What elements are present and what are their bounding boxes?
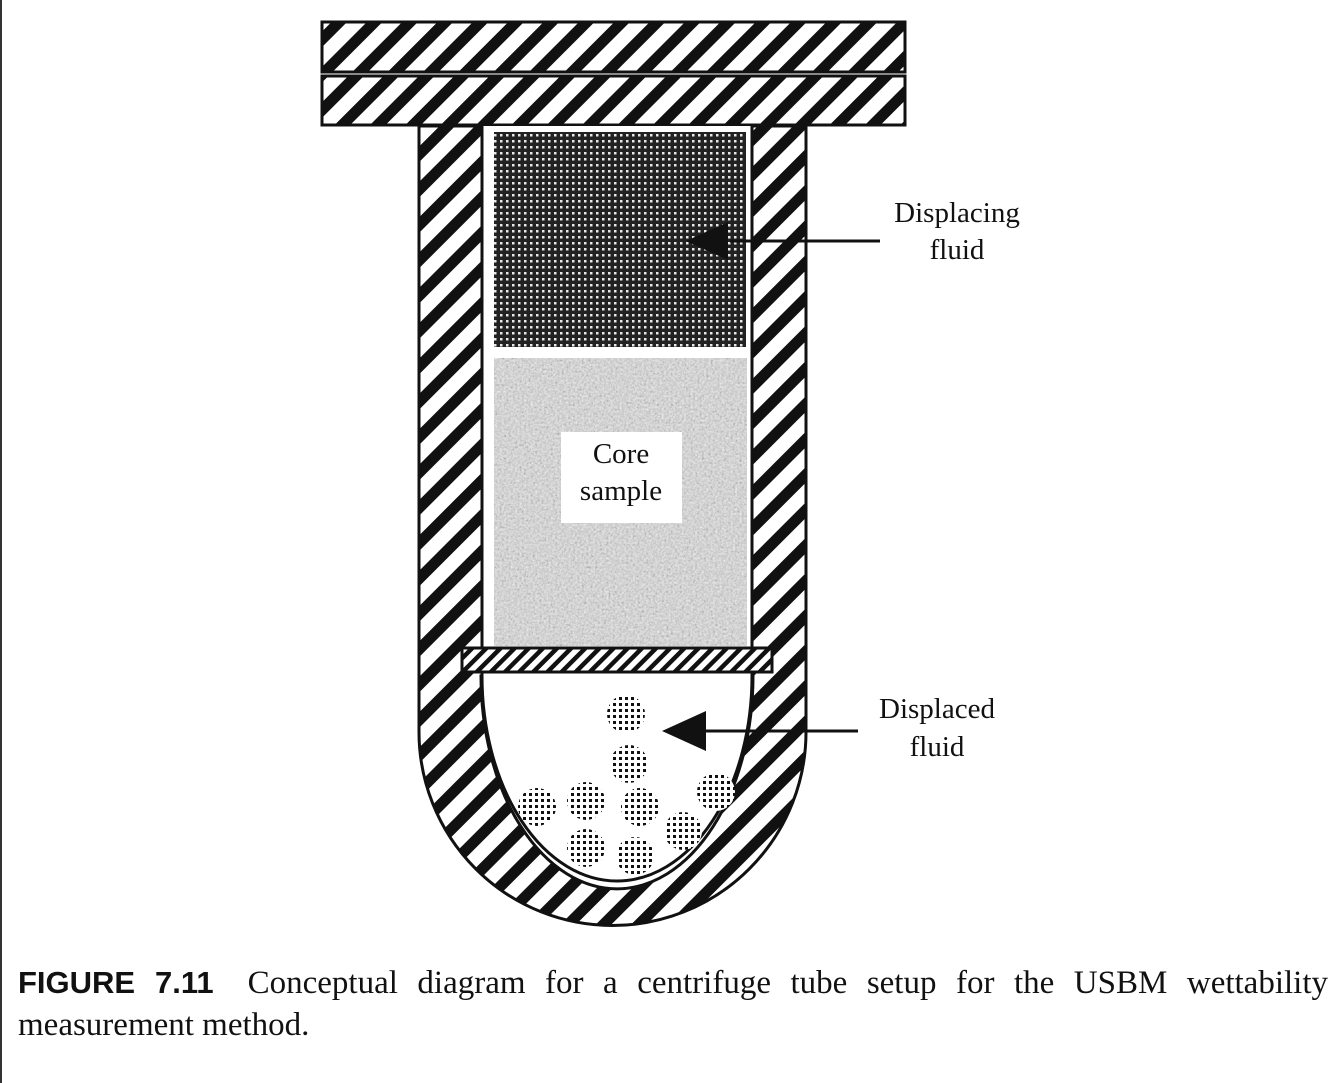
displaced-fluid-label-line1: Displaced: [879, 693, 995, 725]
droplet: [697, 773, 735, 811]
displacing-fluid-label-line2: fluid: [930, 234, 985, 266]
core-label-line1: Core: [593, 438, 649, 470]
droplet: [664, 812, 702, 850]
displacing-fluid-arrow: [686, 222, 880, 260]
droplet: [518, 788, 556, 826]
tube-wall: [417, 124, 808, 927]
droplet: [567, 782, 605, 820]
displaced-fluid-arrow: [662, 711, 858, 751]
displacing-fluid-label-line1: Displacing: [894, 197, 1020, 229]
figure-caption-text: Conceptual diagram for a centrifuge tube…: [18, 965, 1328, 1043]
displaced-fluid-droplets: [518, 695, 735, 875]
figure-number: FIGURE 7.11: [18, 965, 214, 1000]
page-edge-rule: [0, 0, 2, 1083]
porous-plate: [460, 646, 774, 674]
droplet: [567, 829, 605, 867]
droplet: [610, 745, 648, 783]
core-label-line2: sample: [580, 475, 662, 507]
droplet: [607, 695, 645, 733]
droplet: [621, 788, 659, 826]
displaced-fluid-label-line2: fluid: [910, 731, 965, 763]
core-label-box: [561, 432, 682, 523]
droplet: [616, 837, 654, 875]
tube-cap: [320, 20, 907, 127]
